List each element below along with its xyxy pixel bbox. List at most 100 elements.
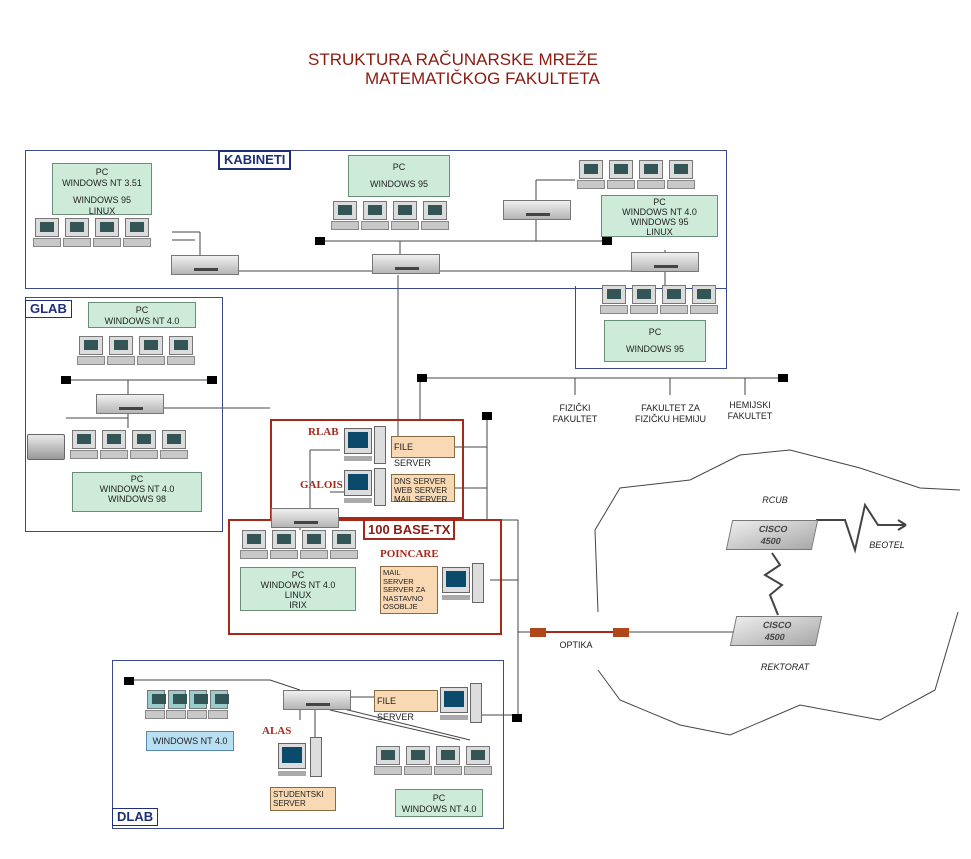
optika-link	[530, 628, 629, 637]
galois-label: GALOIS	[300, 479, 343, 491]
server-dlab-icon	[440, 683, 486, 723]
dlab-pc-line0: PC	[432, 793, 446, 803]
hub-icon	[171, 255, 239, 275]
dlab-label: DLAB	[112, 808, 159, 826]
pc-icon	[240, 530, 268, 560]
terminator-icon	[417, 374, 427, 382]
poincare-server-box: MAIL SERVER SERVER ZA NASTAVNO OSOBLJE	[380, 566, 438, 614]
dlab-region	[112, 660, 504, 829]
diagram-title-line1: STRUKTURA RAČUNARSKE MREŽE	[308, 50, 598, 69]
pc-icon	[607, 160, 635, 190]
lab-pc-box: PC WINDOWS NT 4.0 LINUX IRIX	[240, 567, 356, 611]
glab-box1-line1: WINDOWS NT 4.0	[104, 316, 180, 326]
pc-icon	[63, 218, 91, 248]
terminator-icon	[778, 374, 788, 382]
dns-web-mail-server-box: DNS SERVER WEB SERVER MAIL SERVER	[391, 474, 455, 504]
faculty-label-fizicki: FIZIČKI FAKULTET	[545, 403, 605, 425]
cisco-router-rektorat-icon: CISCO 4500	[729, 616, 823, 646]
lab-pc-line0: PC	[291, 570, 305, 580]
pc-icon	[166, 690, 187, 720]
pc-icon	[145, 690, 166, 720]
faculty-f3-line1: FAKULTET	[727, 411, 773, 421]
rlab-label: RLAB	[308, 426, 339, 438]
kabineti-pc-box-4: PC WINDOWS 95	[604, 320, 706, 362]
diagram-title-line2: MATEMATIČKOG FAKULTETA	[365, 69, 600, 88]
pc-icon	[100, 430, 128, 460]
pc-icon	[137, 336, 165, 366]
faculty-label-fizicka-hemija: FAKULTET ZA FIZIČKU HEMIJU	[623, 403, 718, 425]
server-rlab-icon	[344, 426, 390, 466]
pc-icon	[187, 690, 208, 720]
pc-icon	[391, 201, 419, 231]
pc-icon	[300, 530, 328, 560]
pc-icon	[330, 530, 358, 560]
poincare-line4: OSOBLJE	[383, 602, 418, 611]
pc-icon	[167, 336, 195, 366]
dlab-file-server-box: FILE SERVER	[374, 690, 438, 722]
kabineti-box3-line2: WINDOWS 95	[630, 217, 689, 227]
hub-icon	[96, 394, 164, 414]
hub-icon	[631, 252, 699, 272]
terminator-icon	[124, 677, 134, 685]
cisco-rektorat-line1: 4500	[763, 632, 786, 642]
terminator-icon	[315, 237, 325, 245]
kabineti-region	[25, 150, 727, 289]
terminator-icon	[207, 376, 217, 384]
kabineti-box3-line0: PC	[653, 197, 666, 207]
cisco-router-rcub-icon: CISCO 4500	[725, 520, 819, 550]
pc-icon	[404, 746, 432, 776]
dns-line0: DNS SERVER	[394, 477, 446, 486]
kabineti-box1-line0: PC	[95, 167, 109, 177]
kabineti-box4-line0: PC	[648, 327, 662, 337]
kabineti-label: KABINETI	[218, 150, 292, 170]
pc-icon	[33, 218, 61, 248]
pc-icon	[123, 218, 151, 248]
hub-icon	[372, 254, 440, 274]
glab-pc-box-2: PC WINDOWS NT 4.0 WINDOWS 98	[72, 472, 202, 512]
faculty-f3-line0: HEMIJSKI	[729, 400, 771, 410]
printer-icon	[27, 434, 65, 460]
kabineti-box3-line3: LINUX	[646, 227, 673, 237]
dlab-nt-box: WINDOWS NT 4.0	[146, 731, 234, 751]
kabineti-box1-line1: WINDOWS NT 3.51	[62, 178, 142, 188]
base-tx-label: 100 BASE-TX	[363, 519, 456, 540]
terminator-icon	[61, 376, 71, 384]
pc-icon	[70, 430, 98, 460]
kabineti-pc-box-3: PC WINDOWS NT 4.0 WINDOWS 95 LINUX	[601, 195, 718, 237]
faculty-label-hemijski: HEMIJSKI FAKULTET	[720, 400, 780, 422]
glab-pc-box-1: PC WINDOWS NT 4.0	[88, 302, 196, 328]
dns-line2: MAIL SERVER	[394, 495, 448, 504]
student-line0: STUDENTSKI	[273, 790, 324, 799]
pc-icon	[630, 285, 658, 315]
kabineti-box1-line4: LINUX	[88, 206, 116, 216]
poincare-line2: SERVER ZA	[383, 585, 426, 594]
pc-icon	[577, 160, 605, 190]
faculty-f2-line1: FIZIČKU HEMIJU	[635, 414, 706, 424]
dlab-pc-group-1	[145, 690, 229, 720]
kabineti-pc-group-2	[331, 201, 449, 231]
kabineti-box4-line1: WINDOWS 95	[625, 344, 684, 354]
kabineti-pc-group-3	[577, 160, 695, 190]
hub-icon	[503, 200, 571, 220]
pc-icon	[690, 285, 718, 315]
kabineti-box3-line1: WINDOWS NT 4.0	[622, 207, 697, 217]
kabineti-pc-box-2: PC WINDOWS 95	[348, 155, 450, 197]
kabineti-region-extension	[575, 286, 727, 369]
glab-box2-line2: WINDOWS 98	[107, 494, 166, 504]
cisco-rcub-line1: 4500	[759, 536, 782, 546]
pc-icon	[270, 530, 298, 560]
pc-icon	[361, 201, 389, 231]
pc-icon	[660, 285, 688, 315]
terminator-icon	[512, 714, 522, 722]
pc-icon	[160, 430, 188, 460]
poincare-line1: SERVER	[383, 576, 414, 586]
rektorat-label: REKTORAT	[760, 662, 810, 672]
server-poincare-icon	[442, 563, 488, 605]
lab-pc-line1: WINDOWS NT 4.0	[260, 580, 336, 590]
pc-icon	[374, 746, 402, 776]
pc-icon	[208, 690, 229, 720]
dlab-pc-line1: WINDOWS NT 4.0	[401, 804, 477, 814]
hub-icon	[271, 508, 339, 528]
lab-pc-line3: IRIX	[289, 600, 307, 610]
student-line1: SERVER	[273, 799, 306, 808]
